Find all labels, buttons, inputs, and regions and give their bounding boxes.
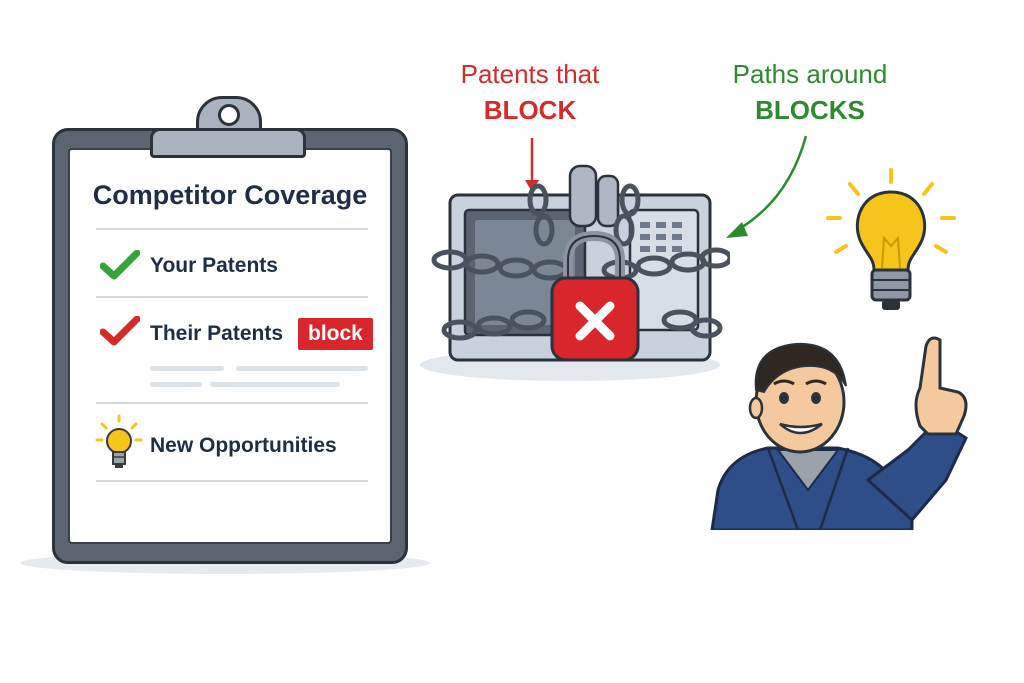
block-badge: block: [298, 318, 373, 350]
label-block: BLOCK: [430, 92, 630, 128]
divider: [96, 228, 368, 230]
idea-lightbulb-icon: [822, 168, 960, 318]
list-item-new-opportunities: New Opportunities: [150, 434, 337, 458]
placeholder-line: [236, 366, 368, 371]
divider: [96, 296, 368, 298]
divider: [96, 480, 368, 482]
label-patents-that: Patents that: [430, 56, 630, 92]
list-item-their-patents: Their Patents: [150, 322, 283, 346]
chained-machine-icon: [420, 160, 730, 385]
label-paths-around: Paths around: [710, 56, 910, 92]
label-blocks: BLOCKS: [710, 92, 910, 128]
placeholder-line: [210, 382, 340, 387]
sheet-title: Competitor Coverage: [80, 180, 380, 211]
green-check-icon: [100, 250, 140, 280]
lightbulb-icon: [94, 414, 144, 472]
list-item-your-patents: Your Patents: [150, 254, 278, 278]
clipboard-clip-hole: [218, 104, 240, 126]
green-arrow-curved-icon: [718, 132, 818, 244]
clipboard-clip: [150, 128, 306, 158]
red-check-icon: [100, 316, 140, 346]
divider: [96, 402, 368, 404]
person-pointing-icon: [708, 330, 978, 530]
placeholder-line: [150, 366, 224, 371]
placeholder-line: [150, 382, 202, 387]
